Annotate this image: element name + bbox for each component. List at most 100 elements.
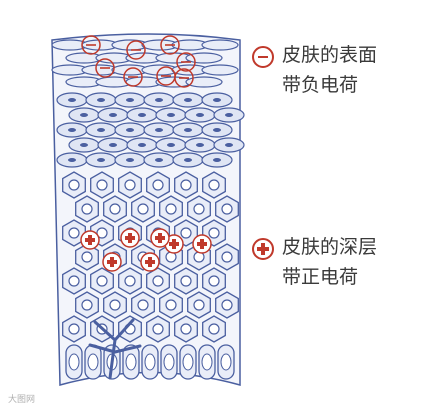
cell-nucleus bbox=[225, 113, 233, 117]
positive-charge-marker bbox=[102, 252, 122, 272]
cell-nucleus bbox=[109, 113, 117, 117]
cell-nucleus bbox=[152, 323, 164, 335]
cell-nucleus bbox=[152, 179, 164, 191]
cell-nucleus bbox=[184, 158, 192, 162]
cell-nucleus bbox=[167, 143, 175, 147]
cell-nucleus bbox=[221, 299, 233, 311]
flat-cell bbox=[201, 64, 239, 76]
flat-cell bbox=[201, 39, 239, 51]
cell-nucleus bbox=[213, 128, 221, 132]
cell-nucleus bbox=[184, 128, 192, 132]
cell-nucleus bbox=[138, 143, 146, 147]
cell-nucleus bbox=[68, 275, 80, 287]
legend-positive-line1: 皮肤的深层 bbox=[282, 236, 378, 258]
negative-charge-markers bbox=[81, 35, 196, 88]
cell-nucleus bbox=[109, 143, 117, 147]
cell-nucleus bbox=[96, 179, 108, 191]
cell-nucleus bbox=[125, 353, 137, 371]
cell-nucleus bbox=[208, 179, 220, 191]
cell-nucleus bbox=[163, 353, 175, 371]
cell-nucleus bbox=[97, 98, 105, 102]
cell-nucleus bbox=[201, 353, 213, 371]
cell-nucleus bbox=[213, 158, 221, 162]
cell-nucleus bbox=[68, 179, 80, 191]
cell-nucleus bbox=[68, 158, 76, 162]
cell-nucleus bbox=[68, 323, 80, 335]
positive-charge-marker bbox=[140, 252, 160, 272]
skin-cells bbox=[51, 33, 245, 386]
cell-nucleus bbox=[182, 353, 194, 371]
cell-nucleus bbox=[221, 203, 233, 215]
cell-nucleus bbox=[165, 299, 177, 311]
cell-nucleus bbox=[184, 98, 192, 102]
cell-nucleus bbox=[193, 203, 205, 215]
cell-nucleus bbox=[124, 275, 136, 287]
cell-nucleus bbox=[155, 128, 163, 132]
negative-charge-marker bbox=[160, 35, 180, 55]
cell-nucleus bbox=[138, 113, 146, 117]
cell-nucleus bbox=[81, 203, 93, 215]
positive-charge-marker bbox=[80, 230, 100, 250]
cell-nucleus bbox=[137, 203, 149, 215]
cell-nucleus bbox=[180, 323, 192, 335]
legend-negative-text: 皮肤的表面 带负电荷 bbox=[282, 40, 377, 100]
cell-nucleus bbox=[97, 128, 105, 132]
cell-nucleus bbox=[81, 299, 93, 311]
positive-charge-marker bbox=[120, 228, 140, 248]
negative-charge-icon bbox=[252, 46, 274, 68]
cell-nucleus bbox=[165, 203, 177, 215]
legend-positive: 皮肤的深层 带正电荷 bbox=[252, 232, 377, 292]
cell-nucleus bbox=[208, 323, 220, 335]
cell-nucleus bbox=[96, 227, 108, 239]
negative-charge-marker bbox=[174, 68, 194, 88]
cell-nucleus bbox=[126, 128, 134, 132]
cell-nucleus bbox=[68, 227, 80, 239]
negative-charge-marker bbox=[176, 52, 196, 72]
positive-charge-marker bbox=[150, 228, 170, 248]
dendritic-cell bbox=[88, 318, 142, 380]
cell-nucleus bbox=[196, 113, 204, 117]
negative-charge-marker bbox=[126, 40, 146, 60]
cell-nucleus bbox=[80, 143, 88, 147]
cell-nucleus bbox=[180, 227, 192, 239]
cell-nucleus bbox=[155, 98, 163, 102]
cell-nucleus bbox=[126, 98, 134, 102]
legend-positive-line2: 带正电荷 bbox=[282, 266, 359, 288]
cell-nucleus bbox=[221, 251, 233, 263]
cell-nucleus bbox=[87, 353, 99, 371]
cell-nucleus bbox=[196, 143, 204, 147]
cell-nucleus bbox=[213, 98, 221, 102]
cell-nucleus bbox=[208, 227, 220, 239]
cell-nucleus bbox=[97, 158, 105, 162]
cell-nucleus bbox=[193, 299, 205, 311]
cell-nucleus bbox=[109, 299, 121, 311]
cell-nucleus bbox=[137, 299, 149, 311]
negative-charge-marker bbox=[123, 67, 143, 87]
positive-charge-icon bbox=[252, 238, 274, 260]
cell-nucleus bbox=[144, 353, 156, 371]
legend-negative: 皮肤的表面 带负电荷 bbox=[252, 40, 377, 100]
negative-charge-marker bbox=[81, 35, 101, 55]
cell-nucleus bbox=[180, 179, 192, 191]
cell-nucleus bbox=[208, 275, 220, 287]
cell-nucleus bbox=[126, 158, 134, 162]
cell-nucleus bbox=[80, 113, 88, 117]
legend-negative-line1: 皮肤的表面 bbox=[282, 44, 378, 66]
cell-nucleus bbox=[96, 275, 108, 287]
legend-positive-text: 皮肤的深层 带正电荷 bbox=[282, 232, 377, 292]
cell-nucleus bbox=[68, 353, 80, 371]
legend-negative-line2: 带负电荷 bbox=[282, 74, 359, 96]
cell-nucleus bbox=[152, 275, 164, 287]
negative-charge-marker bbox=[95, 58, 115, 78]
cell-nucleus bbox=[109, 203, 121, 215]
watermark: 大图网 bbox=[8, 395, 36, 405]
cell-nucleus bbox=[68, 98, 76, 102]
cell-nucleus bbox=[81, 251, 93, 263]
cell-nucleus bbox=[225, 143, 233, 147]
cell-nucleus bbox=[68, 128, 76, 132]
cell-nucleus bbox=[124, 179, 136, 191]
cell-nucleus bbox=[167, 113, 175, 117]
cell-nucleus bbox=[220, 353, 232, 371]
flat-cell bbox=[185, 76, 223, 88]
